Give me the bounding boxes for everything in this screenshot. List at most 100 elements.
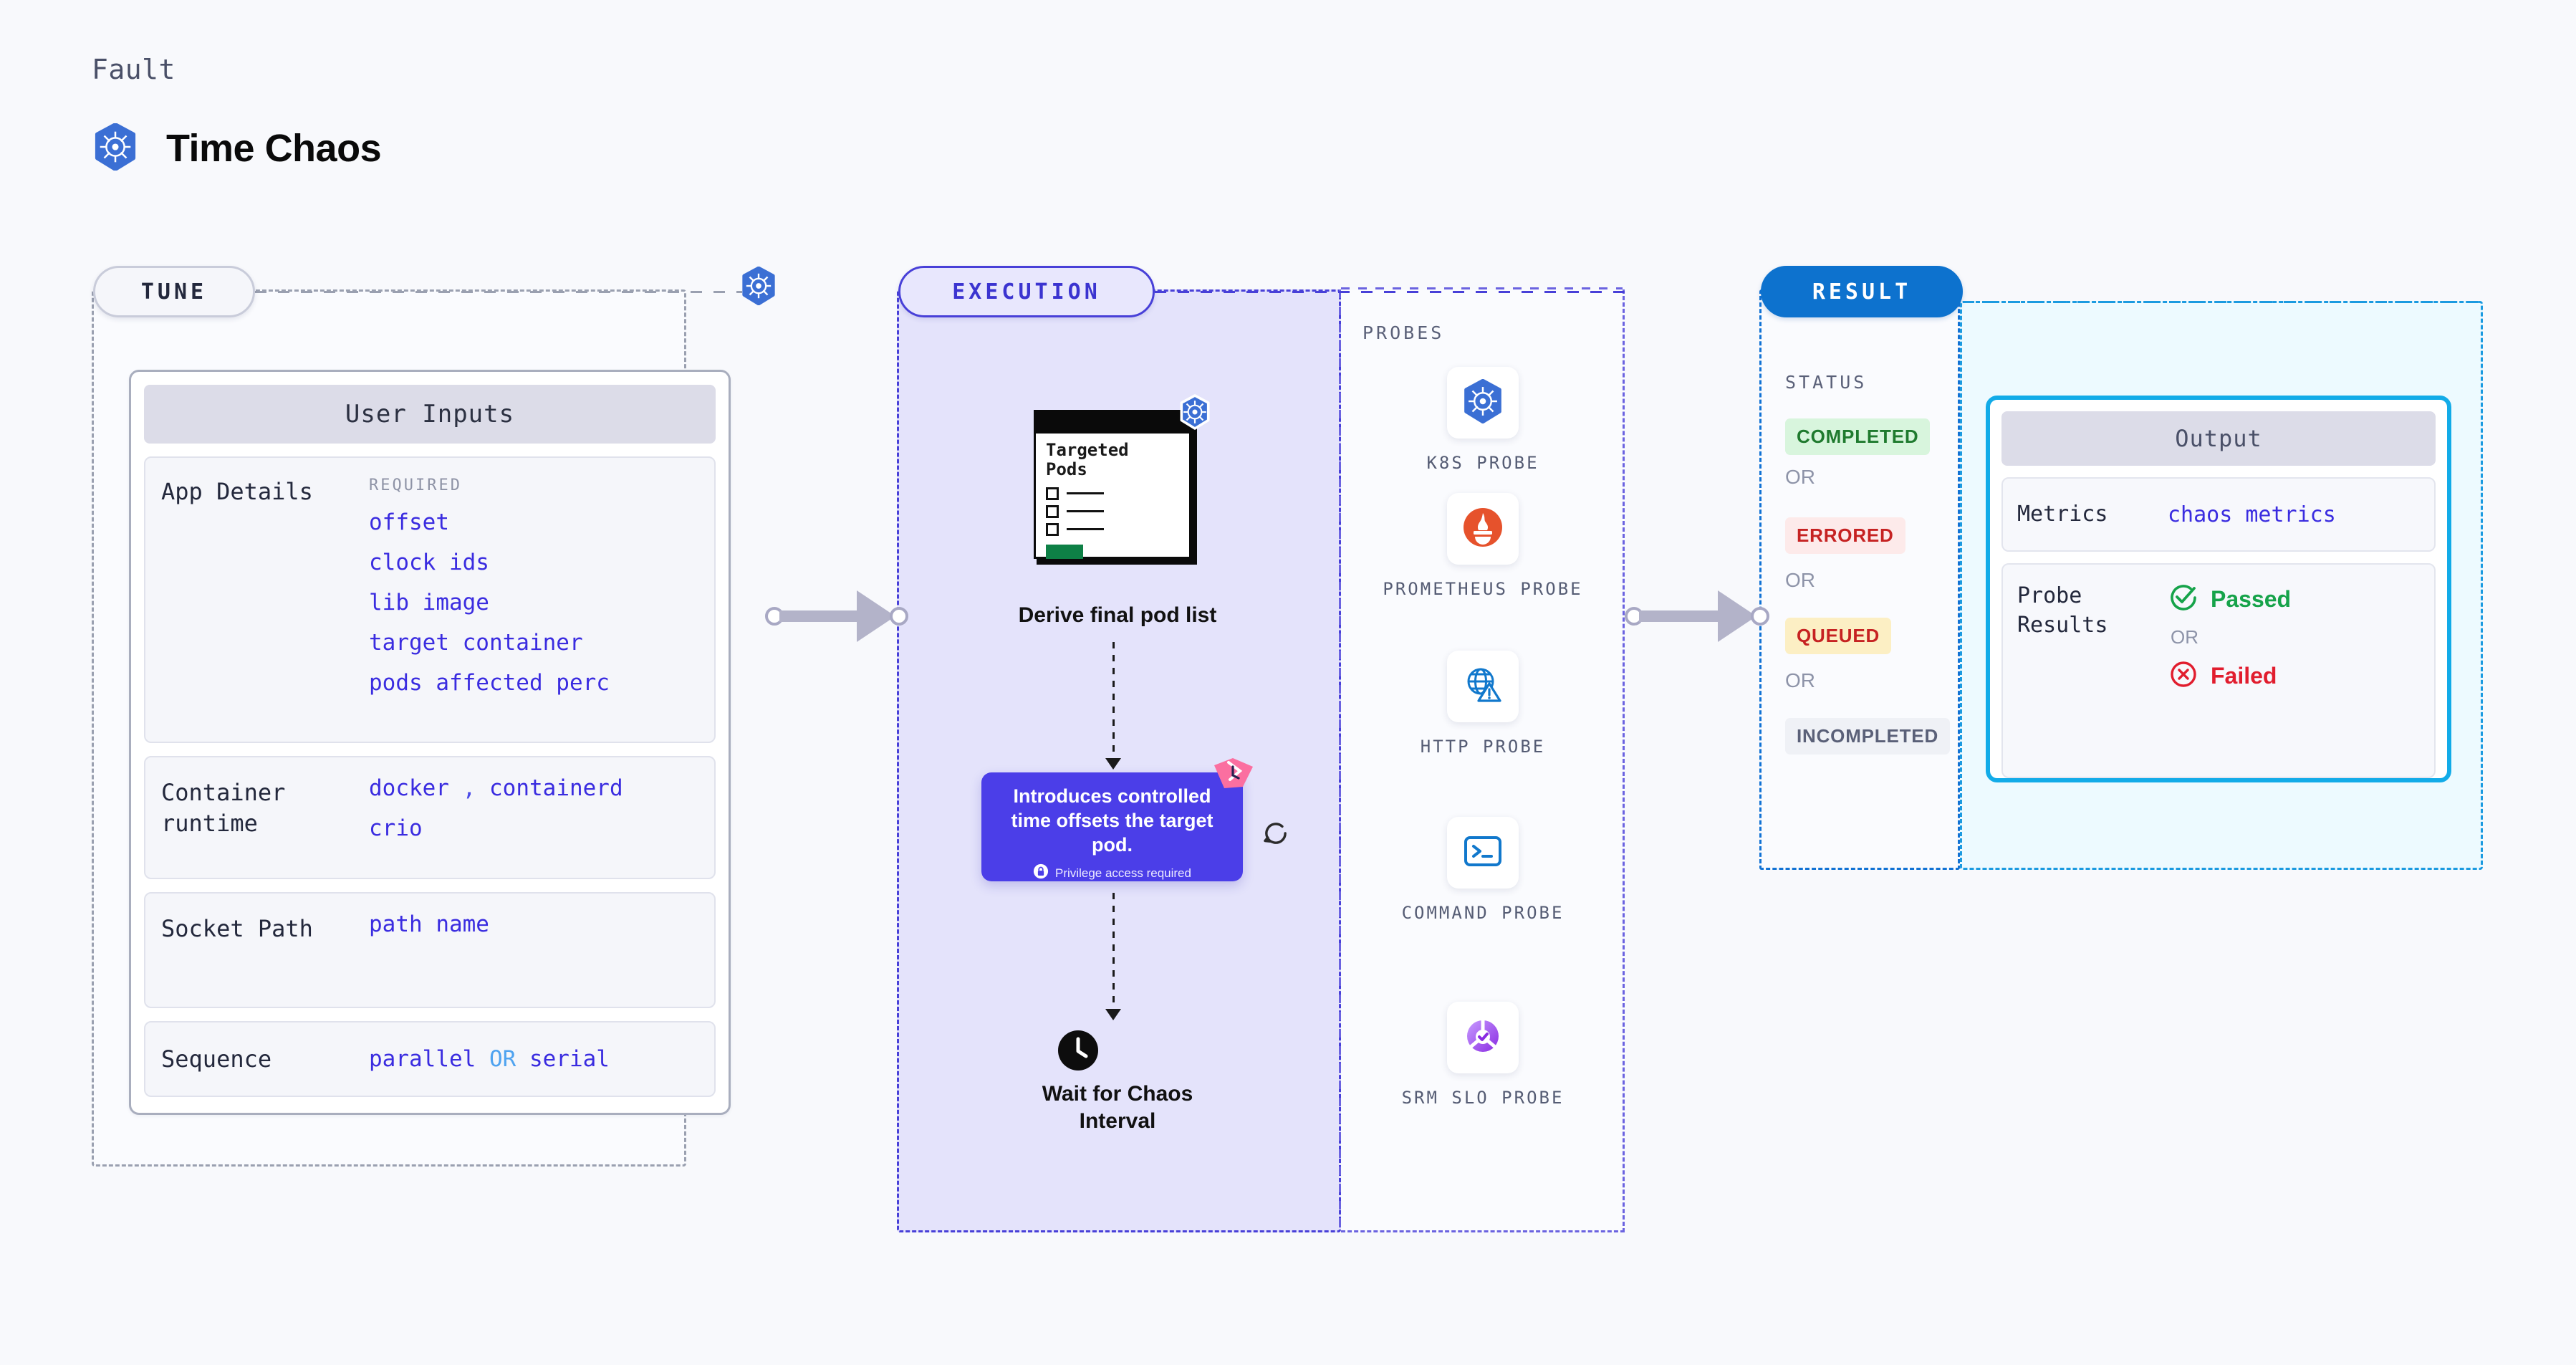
output-card: Output Metrics chaos metrics Probe Resul… — [1986, 396, 2451, 782]
status-or-label: OR — [1785, 466, 1815, 488]
fault-kicker: Fault — [92, 54, 176, 85]
execution-leader-line — [1155, 291, 1628, 293]
status-title: STATUS — [1785, 372, 1868, 393]
flow-arrow-line — [1112, 642, 1115, 761]
failed-label: Failed — [2211, 662, 2277, 689]
probe-prometheus[interactable]: PROMETHEUS PROBE — [1375, 493, 1590, 600]
terminal-icon — [1462, 833, 1504, 873]
kubernetes-icon — [741, 266, 777, 308]
stage-pill-result[interactable]: RESULT — [1761, 266, 1963, 317]
connector-arrowhead — [857, 590, 895, 642]
pod-list-item — [1036, 487, 1189, 500]
probe-result-failed: Failed — [2168, 658, 2420, 693]
stage-pill-tune[interactable]: TUNE — [93, 266, 255, 317]
input-value: offset — [369, 509, 449, 535]
pod-list-item — [1036, 522, 1189, 536]
output-title: Output — [2001, 411, 2436, 466]
probe-srm-slo[interactable]: SRM SLO PROBE — [1375, 1002, 1590, 1109]
progress-bar — [1046, 544, 1083, 559]
input-value: clock ids — [369, 550, 489, 576]
input-value: lib image — [369, 590, 489, 616]
connector-shaft — [1639, 610, 1734, 622]
refresh-icon[interactable] — [1261, 818, 1291, 851]
probes-title: PROBES — [1363, 322, 1445, 343]
probe-k8s[interactable]: K8S PROBE — [1375, 367, 1590, 474]
output-row-metrics[interactable]: Metrics chaos metrics — [2001, 477, 2436, 552]
derive-pod-list-label: Derive final pod list — [1018, 603, 1217, 627]
input-row-label: Socket Path — [161, 915, 313, 942]
probe-icon-tile — [1447, 817, 1519, 889]
globe-warning-icon — [1462, 664, 1504, 709]
probe-icon-tile — [1447, 493, 1519, 565]
result-leader-line — [1963, 301, 2486, 303]
status-badge-completed: COMPLETED — [1785, 418, 1931, 455]
kubernetes-icon — [1462, 378, 1504, 426]
probe-label: PROMETHEUS PROBE — [1383, 579, 1583, 599]
input-value: path name — [369, 911, 489, 937]
connector-arrowhead — [1718, 590, 1756, 642]
status-badge-queued: QUEUED — [1785, 618, 1892, 654]
input-value: serial — [529, 1045, 610, 1072]
status-badge-incompleted: INCOMPLETED — [1785, 718, 1951, 755]
flow-arrow-head — [1105, 1009, 1121, 1020]
input-value-line: parallel OR serial — [369, 1047, 698, 1071]
input-value: parallel — [369, 1045, 476, 1072]
targeted-pods-card: Targeted Pods — [1034, 394, 1210, 565]
card-titlebar — [1036, 412, 1189, 434]
checkbox-icon — [1046, 522, 1059, 536]
targeted-pods-title: Targeted Pods — [1046, 440, 1129, 479]
input-row-app-details[interactable]: App Details REQUIRED offset clock ids li… — [144, 456, 716, 743]
stage-pill-execution[interactable]: EXECUTION — [898, 266, 1155, 317]
checkbox-icon — [1046, 487, 1059, 500]
probe-icon-tile — [1447, 651, 1519, 722]
lock-icon — [1033, 863, 1049, 883]
wait-for-chaos-interval-label: Wait for Chaos Interval — [1042, 1082, 1193, 1133]
input-value: containerd — [489, 775, 623, 801]
input-row-socket-path[interactable]: Socket Path path name — [144, 892, 716, 1008]
kubernetes-icon — [1178, 394, 1211, 433]
passed-label: Passed — [2211, 585, 2292, 612]
connector-tune-to-execution — [765, 588, 908, 645]
output-row-label: Metrics — [2017, 501, 2108, 527]
checkbox-icon — [1046, 504, 1059, 518]
status-section — [1759, 289, 1960, 870]
or-separator: OR — [489, 1045, 516, 1072]
clock-icon — [1057, 1029, 1100, 1075]
input-row-label: Sequence — [161, 1045, 272, 1073]
user-inputs-card: User Inputs App Details REQUIRED offset … — [129, 370, 731, 1115]
probe-label: K8S PROBE — [1426, 453, 1539, 473]
flow-arrow-line — [1112, 893, 1115, 1012]
status-badge-errored: ERRORED — [1785, 517, 1905, 554]
output-row-probe-results[interactable]: Probe Results Passed OR — [2001, 563, 2436, 778]
prometheus-icon — [1461, 506, 1504, 552]
user-inputs-title: User Inputs — [144, 385, 716, 444]
input-row-label: Container runtime — [161, 779, 286, 838]
probe-result-passed: Passed — [2168, 582, 2420, 616]
input-value: crio — [369, 815, 423, 842]
status-or-label: OR — [1785, 669, 1815, 691]
input-row-container-runtime[interactable]: Container runtime docker , containerd cr… — [144, 756, 716, 879]
time-ribbon-icon — [1211, 757, 1256, 801]
probes-section — [1339, 287, 1625, 1232]
pod-list-item — [1036, 504, 1189, 518]
probe-result-or: OR — [2171, 626, 2198, 648]
input-value: pods affected perc — [369, 670, 610, 696]
input-value: target container — [369, 630, 583, 656]
connector-dot — [1751, 607, 1769, 626]
kubernetes-icon — [93, 123, 138, 173]
probe-http[interactable]: HTTP PROBE — [1375, 651, 1590, 758]
probe-icon-tile — [1447, 1002, 1519, 1073]
input-row-sequence[interactable]: Sequence parallel OR serial — [144, 1021, 716, 1097]
input-row-label: App Details — [161, 478, 313, 505]
page-title: Time Chaos — [93, 123, 382, 173]
value-separator: , — [462, 775, 476, 801]
tune-leader-line — [255, 291, 742, 293]
output-metrics-value: chaos metrics — [2168, 502, 2336, 527]
probe-command[interactable]: COMMAND PROBE — [1375, 817, 1590, 924]
flow-arrow-head — [1105, 758, 1121, 770]
x-circle-icon — [2168, 658, 2199, 693]
fault-description-card: Introduces controlled time offsets the t… — [981, 758, 1253, 883]
probe-label: COMMAND PROBE — [1401, 903, 1565, 923]
probe-label: SRM SLO PROBE — [1401, 1088, 1565, 1108]
